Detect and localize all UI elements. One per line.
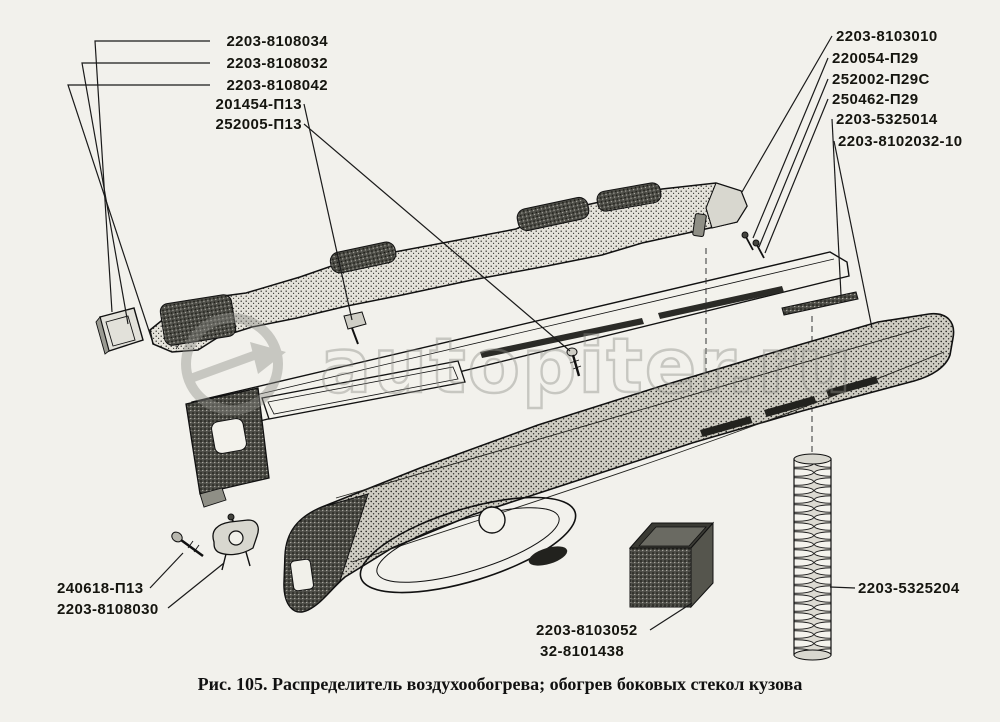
part-label-8108030: 2203-8108030 (57, 601, 159, 618)
duct-left-box (185, 387, 270, 508)
part-label-8108042: 2203-8108042 (226, 77, 328, 94)
mounting-bracket (212, 513, 259, 571)
part-label-8108034: 2203-8108034 (226, 33, 328, 50)
duct-end-cap (705, 182, 748, 229)
leader-lines (67, 35, 873, 631)
part-label-252005: 252005-П13 (215, 116, 302, 133)
part-label-5325014: 2203-5325014 (836, 111, 938, 128)
part-label-8103052: 2203-8103052 (536, 622, 638, 639)
watermark-text: autopiter.ru (320, 321, 853, 410)
watermark-logo-icon (181, 313, 283, 415)
part-label-8101438: 32-8101438 (540, 643, 625, 660)
watermark: autopiter.ru (181, 313, 853, 415)
corrugated-hose (793, 453, 832, 661)
part-label-8108032: 2203-8108032 (226, 55, 328, 72)
part-label-240618: 240618-П13 (57, 580, 144, 597)
part-label-5325204: 2203-5325204 (858, 580, 960, 597)
defroster-duct (185, 251, 850, 508)
part-label-8103010: 2203-8103010 (836, 28, 938, 45)
part-label-8102032-10: 2203-8102032-10 (838, 133, 963, 150)
figure-caption: Рис. 105. Распределитель воздухообогрева… (197, 674, 803, 694)
part-label-252002: 252002-П29С (832, 71, 930, 88)
connector-box (628, 521, 715, 609)
part-label-220054: 220054-П29 (832, 50, 919, 67)
valve-and-screws (692, 213, 765, 390)
duct-clamp (343, 311, 367, 345)
part-label-201454: 201454-П13 (215, 96, 302, 113)
heater-distributor-housing (283, 313, 955, 613)
part-label-250462: 250462-П29 (832, 91, 919, 108)
screw-bottom-left (171, 531, 204, 558)
seal-strip (781, 291, 859, 452)
upper-air-duct (149, 182, 748, 353)
side-window-nozzle (95, 307, 144, 355)
